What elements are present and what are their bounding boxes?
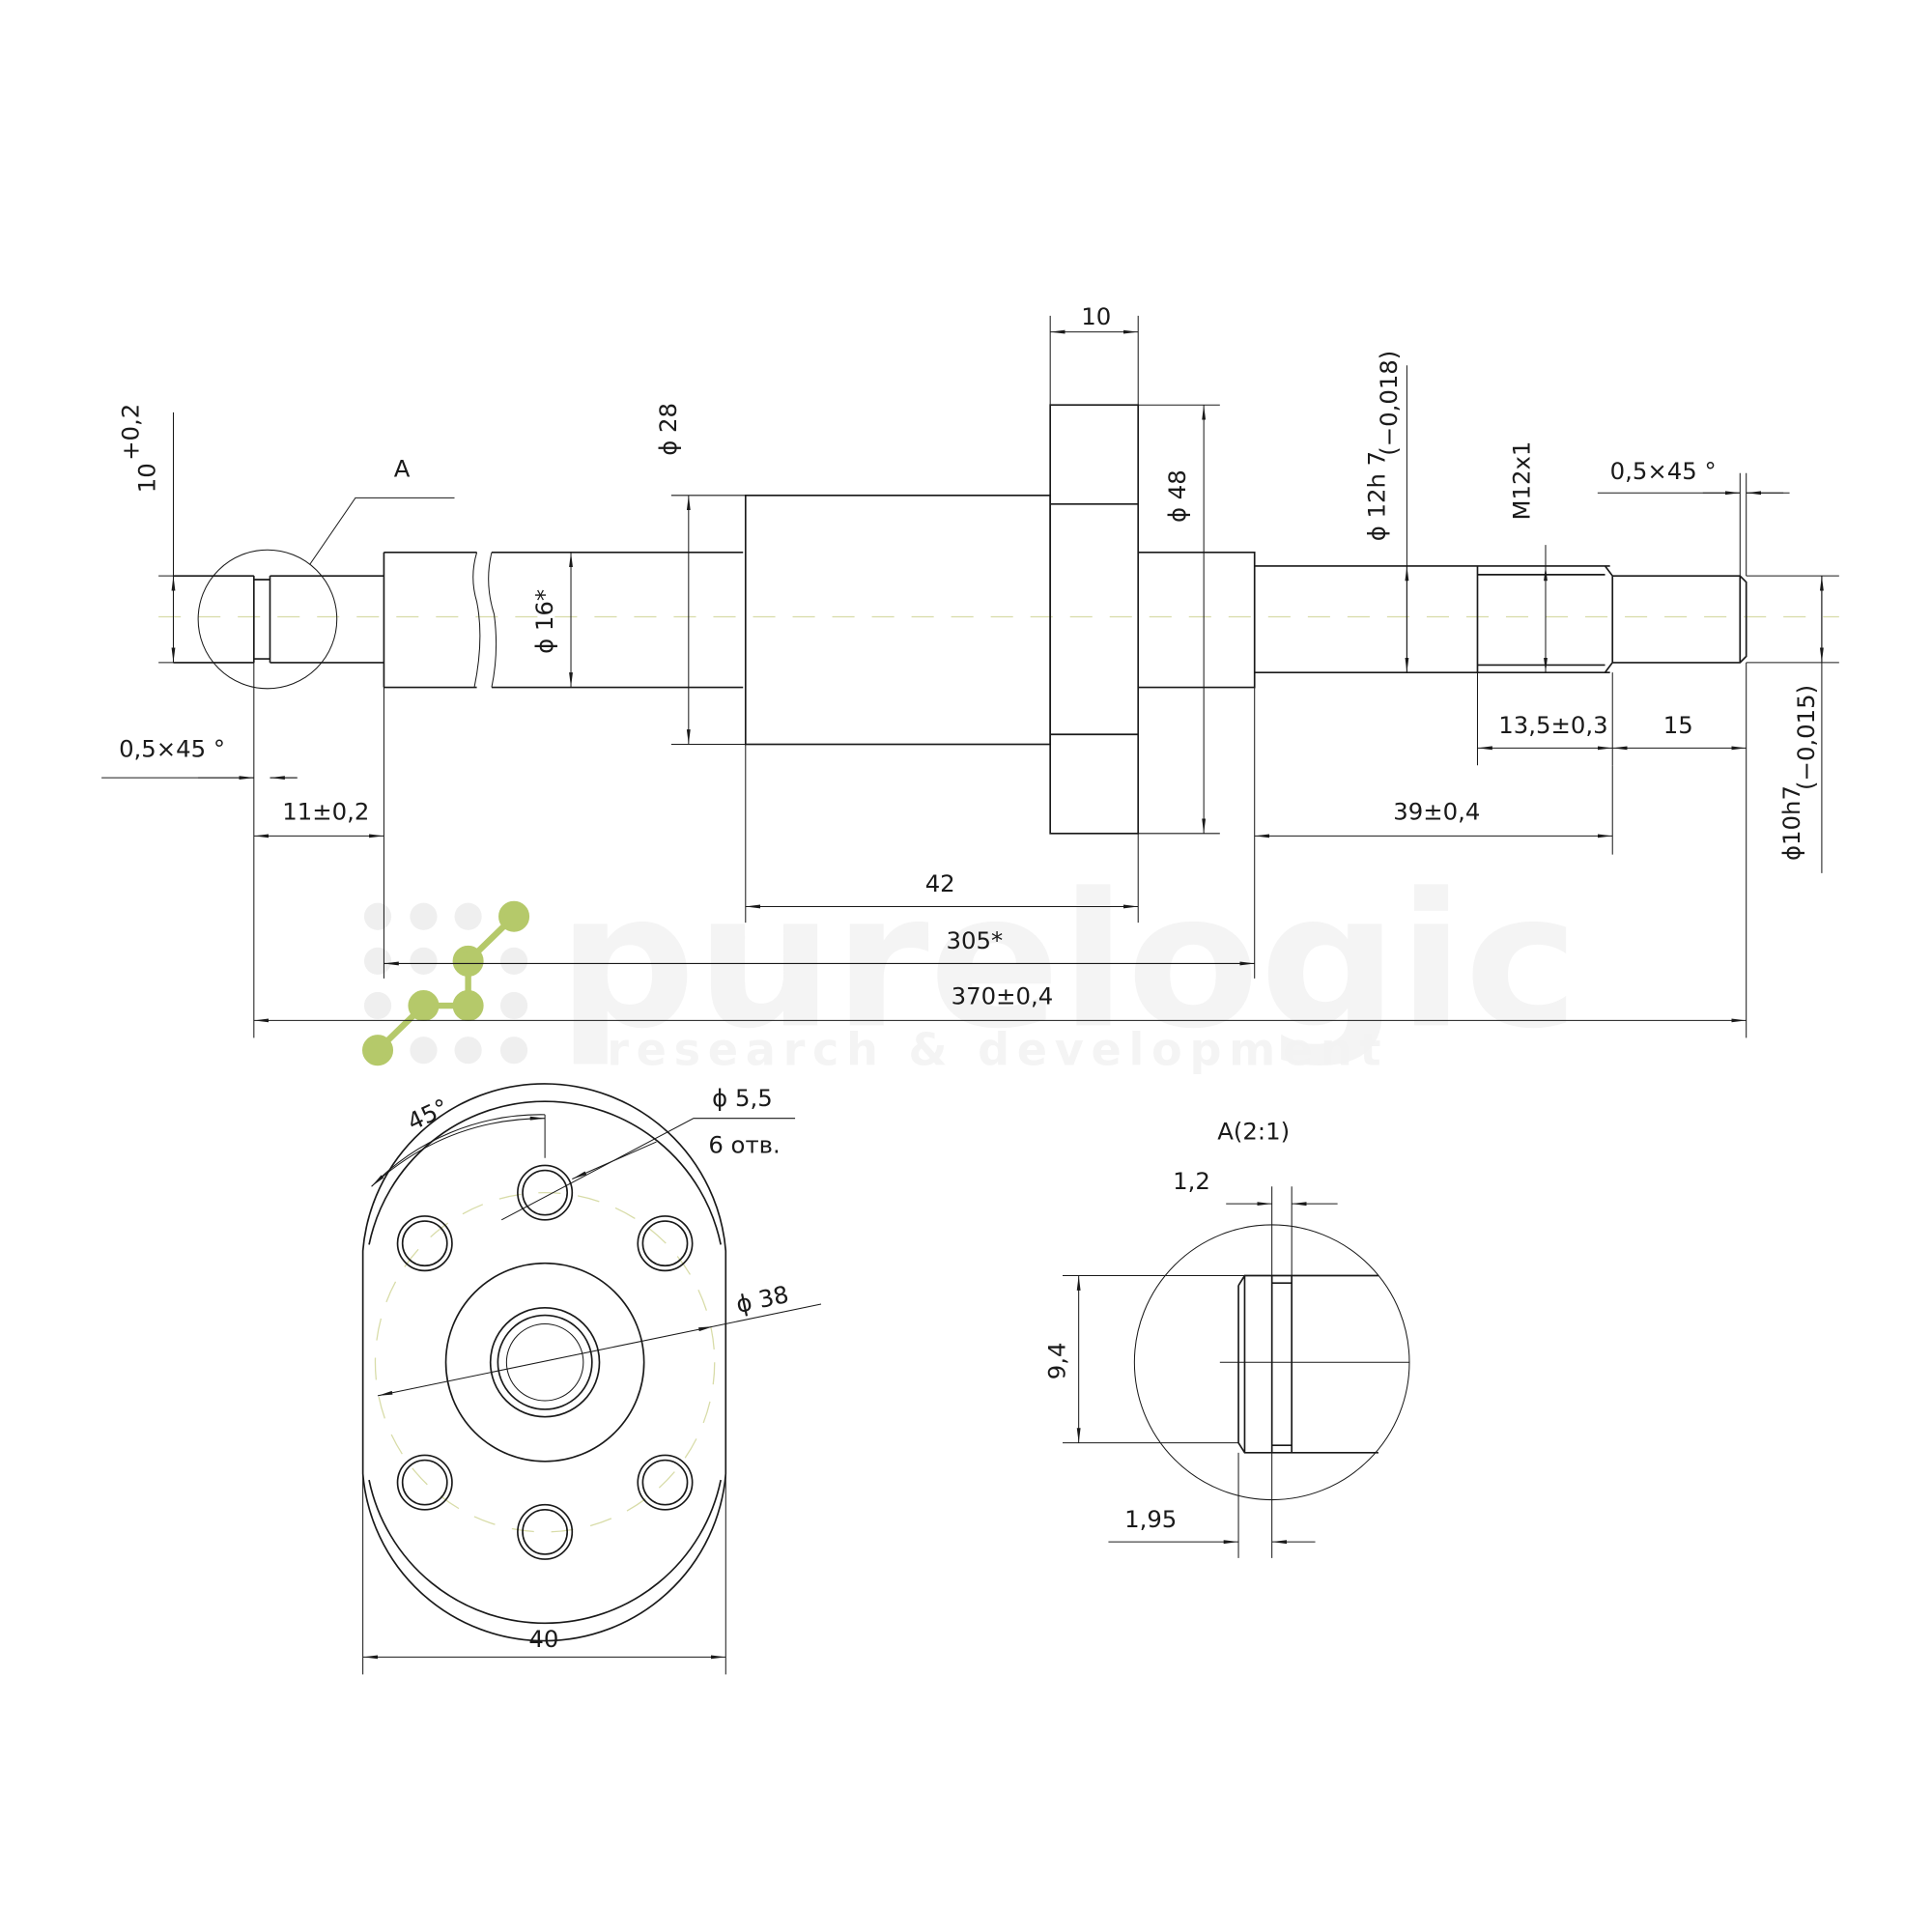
flange-dia-dim: ϕ 48 [1163,469,1191,523]
groove-width-dim: 1,2 [1173,1167,1210,1195]
groove-pos-dim: 1,95 [1124,1505,1177,1533]
end-tol: (−0,015) [1792,685,1820,790]
detail-title: A(2:1) [1217,1117,1290,1145]
nut-dia-dim: ϕ 28 [654,403,682,456]
hole-count-label: 6 отв. [708,1131,780,1159]
main-dimensions: 10 +0,2 ϕ 28 ϕ 16* 10 ϕ 48 ϕ 12h 7 (−0,0… [101,302,1839,1038]
journal-dia-dim: ϕ 12h 7 [1362,451,1390,541]
end-width-tol: +0,2 [117,404,145,461]
flange-front-view: 45° ϕ 5,5 6 отв. ϕ 38 40 [361,1083,822,1675]
thread-dim: M12x1 [1507,441,1535,521]
ball-screw-side-view: A [173,404,1747,835]
detail-a-view: A(2:1) 1,2 9,4 1,95 [1043,1117,1410,1558]
hole-dia-label: ϕ 5,5 [712,1084,773,1112]
end-width-dim: 10 [132,463,160,493]
left-len-dim: 11±0,2 [282,798,369,826]
pcd-dim: ϕ 38 [733,1280,791,1319]
nut-len-dim: 42 [925,869,955,897]
detail-a-circle [197,549,338,690]
groove-dia-dim: 9,4 [1043,1342,1071,1379]
logo-tagline: research & development [607,1024,1388,1076]
screw-len-dim: 305* [946,926,1003,954]
total-len-dim: 370±0,4 [952,982,1054,1010]
chamfer-left-dim: 0,5×45 ° [119,734,225,762]
end-dia-dim: ϕ10h7 [1777,785,1805,861]
journal-tol: (−0,018) [1375,351,1403,456]
end-len-dim: 15 [1663,711,1693,739]
purelogic-logo-watermark: purelogic research & development [362,855,1579,1076]
flange-width-dim: 40 [528,1625,558,1653]
screw-dia-dim: ϕ 16* [530,589,558,654]
chamfer-right-dim: 0,5×45 ° [1610,457,1717,485]
flange-thickness-dim: 10 [1081,302,1111,330]
angle-dim: 45° [403,1093,452,1136]
thread-len-dim: 13,5±0,3 [1498,711,1607,739]
right-len-dim: 39±0,4 [1393,798,1480,826]
detail-a-label: A [394,455,411,483]
